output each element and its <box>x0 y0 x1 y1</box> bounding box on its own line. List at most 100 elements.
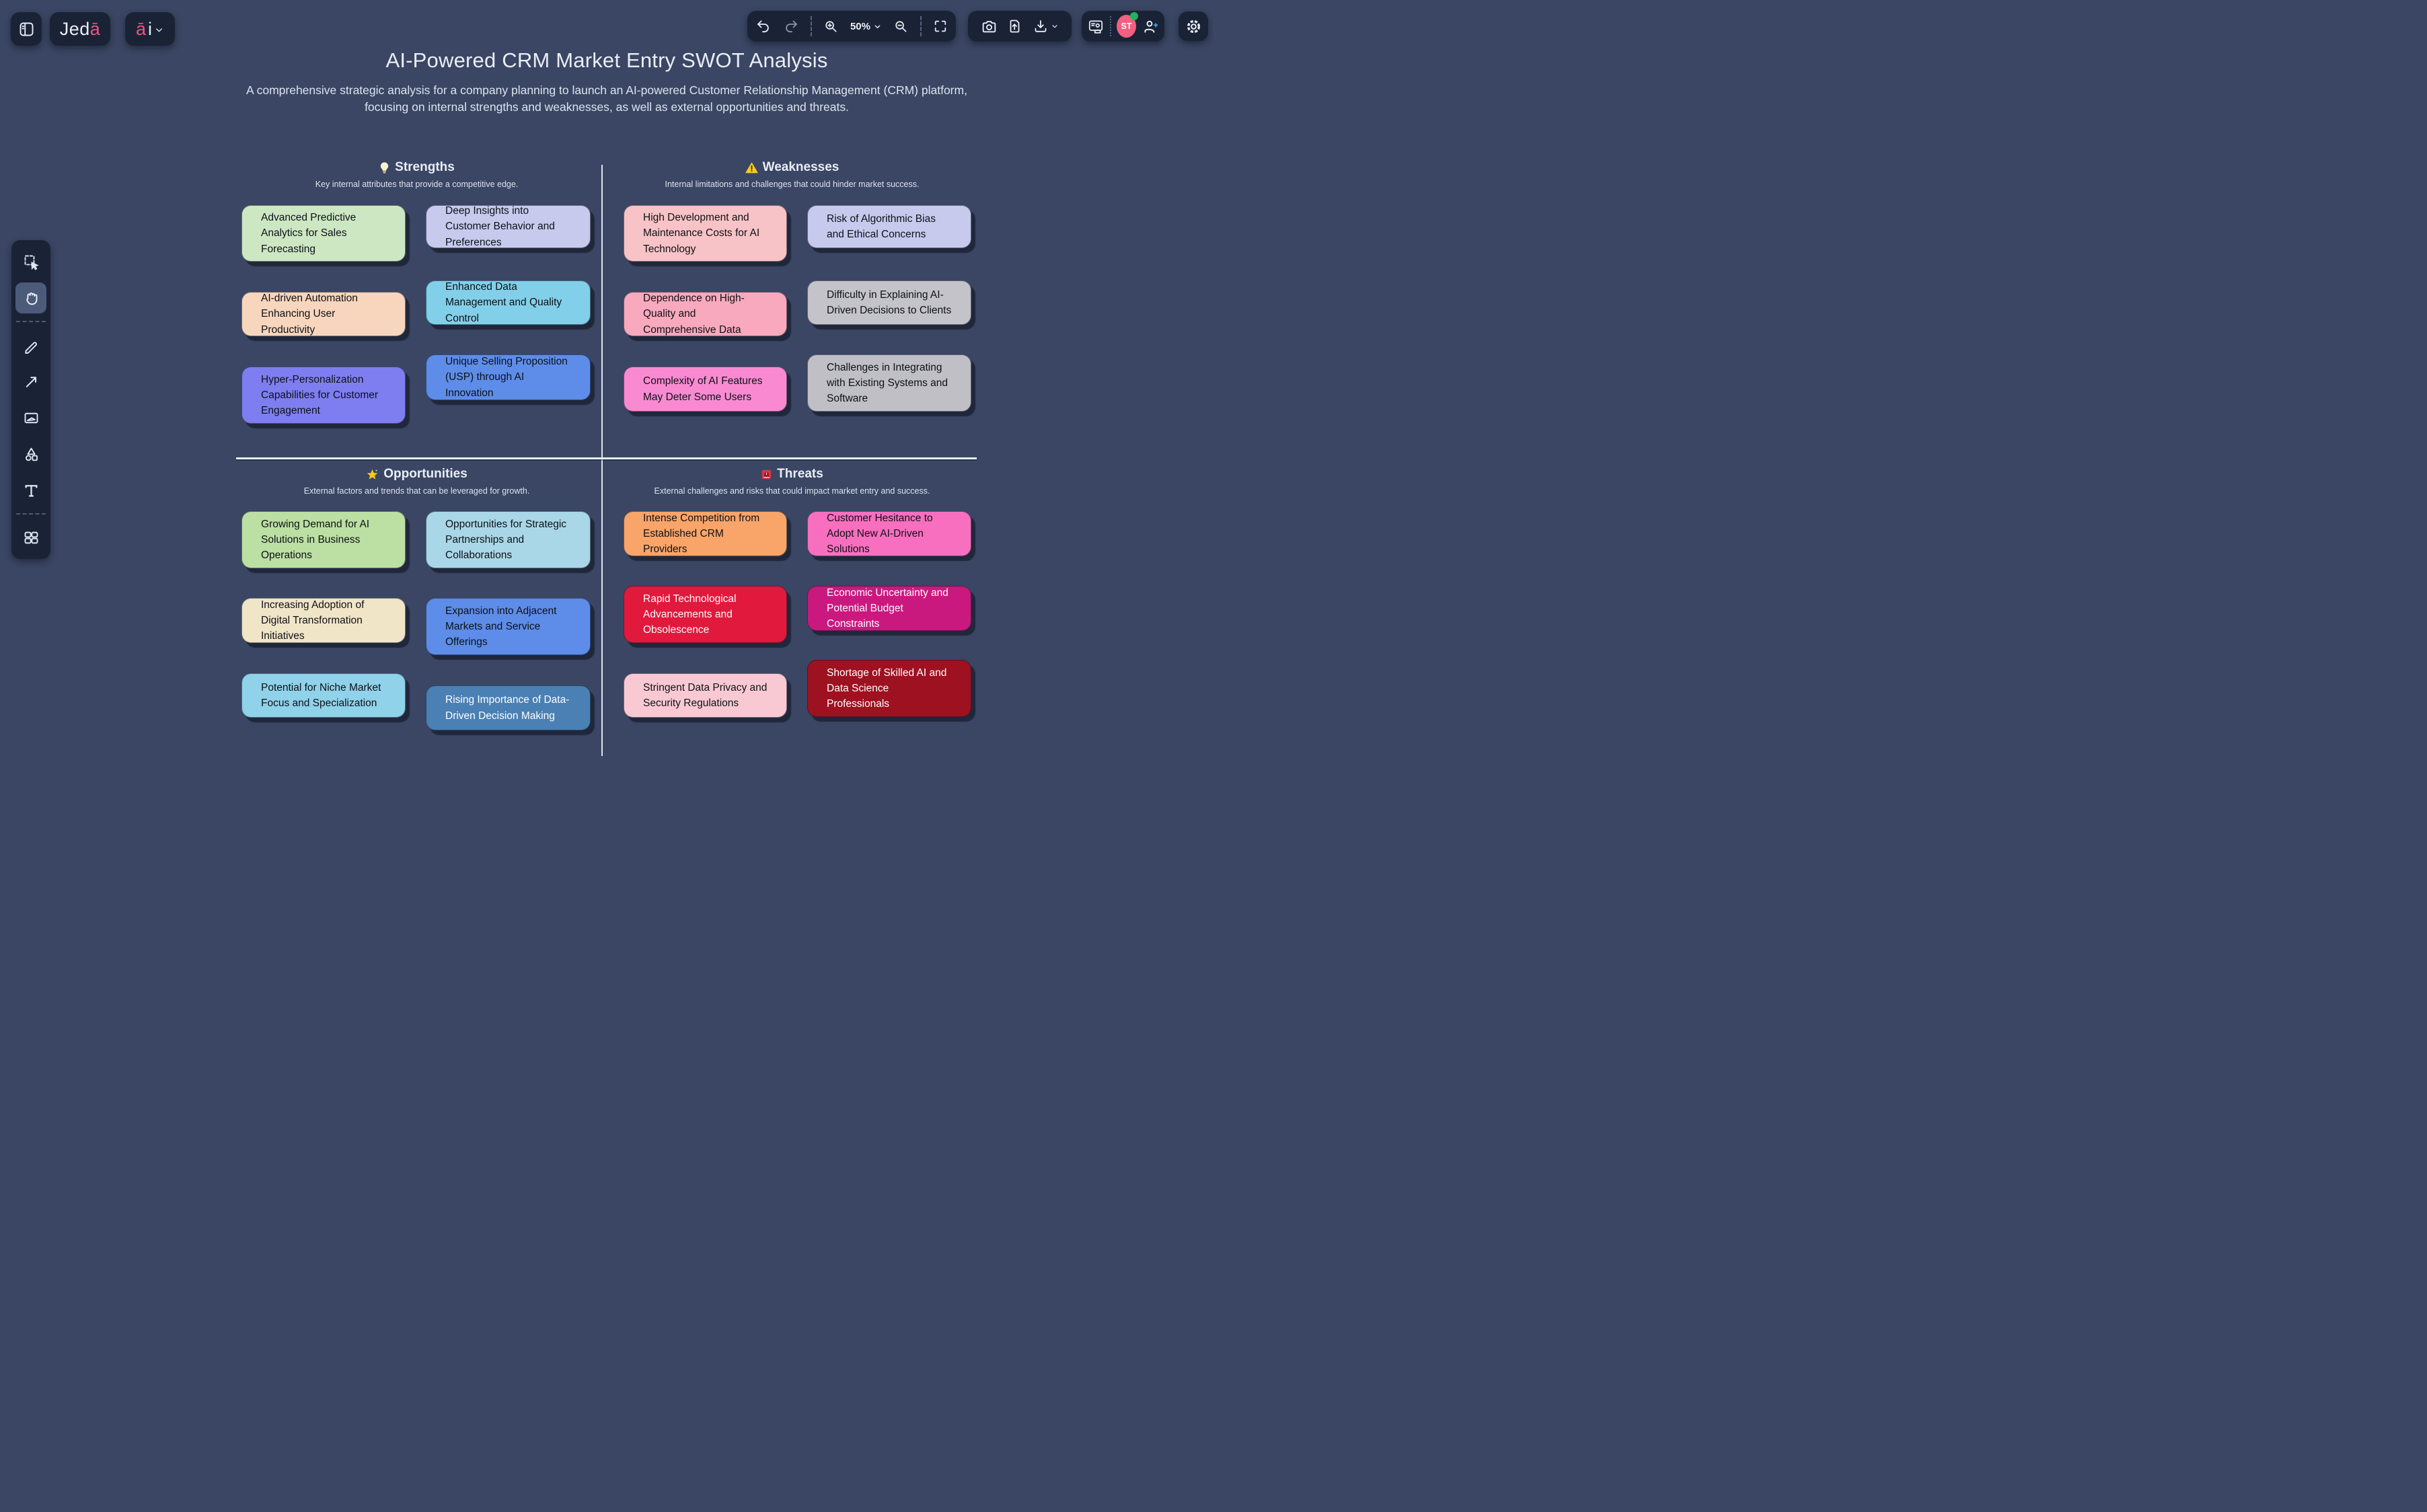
opportunities-title: Opportunities <box>383 467 468 481</box>
card-text: Customer Hesitance to Adopt New AI-Drive… <box>827 512 933 556</box>
arrow-connector-tool-button[interactable] <box>15 366 46 397</box>
card-text: Unique Selling Proposition (USP) through… <box>445 356 568 399</box>
horizontal-divider <box>236 457 977 459</box>
weaknesses-caption: Internal limitations and challenges that… <box>665 180 920 189</box>
card-text: AI-driven Automation Enhancing User Prod… <box>261 293 358 336</box>
undo-button[interactable] <box>755 18 772 34</box>
swot-card-opportunity[interactable]: Potential for Niche Market Focus and Spe… <box>241 673 406 718</box>
text-tool-button[interactable] <box>15 475 46 506</box>
weaknesses-header[interactable]: Weaknesses Internal limitations and chal… <box>607 160 977 189</box>
swot-card-weakness[interactable]: High Development and Maintenance Costs f… <box>624 205 787 262</box>
board-subtitle[interactable]: A comprehensive strategic analysis for a… <box>246 83 967 114</box>
light-bulb-icon <box>380 161 389 174</box>
swot-card-threat[interactable]: Intense Competition from Established CRM… <box>624 511 787 556</box>
card-text: Economic Uncertainty and Potential Budge… <box>827 587 948 630</box>
card-text: Challenges in Integrating with Existing … <box>827 361 948 405</box>
swot-card-weakness[interactable]: Difficulty in Explaining AI-Driven Decis… <box>807 280 971 325</box>
card-text: Expansion into Adjacent Markets and Serv… <box>445 605 557 648</box>
toolbar-divider <box>810 16 812 36</box>
swot-card-threat[interactable]: Customer Hesitance to Adopt New AI-Drive… <box>807 511 971 556</box>
draw-pencil-tool-button[interactable] <box>15 330 46 361</box>
swot-card-strength[interactable]: Unique Selling Proposition (USP) through… <box>426 354 591 400</box>
warning-triangle-icon <box>745 162 758 173</box>
card-text: Difficulty in Explaining AI-Driven Decis… <box>827 289 952 316</box>
apps-grid-tool-button[interactable] <box>15 522 46 553</box>
card-text: Rapid Technological Advancements and Obs… <box>643 593 737 636</box>
swot-card-weakness[interactable]: Complexity of AI Features May Deter Some… <box>624 367 787 412</box>
zoom-level-dropdown[interactable]: 50% <box>850 21 882 32</box>
shapes-tool-button[interactable] <box>15 439 46 469</box>
swot-card-weakness[interactable]: Challenges in Integrating with Existing … <box>807 354 971 412</box>
card-text: Hyper-Personalization Capabilities for C… <box>261 373 379 417</box>
ai-menu-text: i <box>148 18 153 39</box>
toolbar-divider <box>920 16 922 36</box>
siren-light-icon <box>761 469 772 479</box>
capture-export-toolbar <box>968 11 1072 42</box>
card-text: Increasing Adoption of Digital Transform… <box>261 599 365 642</box>
card-text: Dependence on High-Quality and Comprehen… <box>643 293 745 336</box>
sidebar-toggle-button[interactable] <box>11 12 42 46</box>
threats-caption: External challenges and risks that could… <box>654 486 930 496</box>
ai-menu-accent: ā <box>135 18 147 39</box>
card-text: Complexity of AI Features May Deter Some… <box>643 375 763 403</box>
download-button[interactable] <box>1033 18 1059 34</box>
card-text: Potential for Niche Market Focus and Spe… <box>261 681 381 709</box>
card-text: Enhanced Data Management and Quality Con… <box>445 281 562 324</box>
swot-card-strength[interactable]: Enhanced Data Management and Quality Con… <box>426 280 591 325</box>
avatar[interactable]: ST <box>1117 12 1138 38</box>
vertical-divider <box>601 165 603 756</box>
swot-card-strength[interactable]: Deep Insights into Customer Behavior and… <box>426 205 591 248</box>
fullscreen-button[interactable] <box>933 19 948 34</box>
card-text: Shortage of Skilled AI and Data Science … <box>827 667 947 710</box>
rail-divider <box>16 321 46 322</box>
chevron-down-icon <box>1052 25 1057 28</box>
strengths-header[interactable]: Strengths Key internal attributes that p… <box>237 160 597 189</box>
invite-user-button[interactable] <box>1142 17 1159 35</box>
strengths-caption: Key internal attributes that provide a c… <box>315 180 519 189</box>
swot-card-opportunity[interactable]: Increasing Adoption of Digital Transform… <box>241 598 406 643</box>
avatar-initials: ST <box>1121 22 1132 31</box>
card-text: Rising Importance of Data-Driven Decisio… <box>445 694 570 722</box>
zoom-out-button[interactable] <box>893 19 909 34</box>
swot-card-opportunity[interactable]: Growing Demand for AI Solutions in Busin… <box>241 511 406 568</box>
hand-tool-button[interactable] <box>15 282 46 313</box>
swot-card-threat[interactable]: Economic Uncertainty and Potential Budge… <box>807 586 971 631</box>
card-text: Risk of Algorithmic Bias and Ethical Con… <box>827 213 936 240</box>
card-text: Intense Competition from Established CRM… <box>643 512 760 556</box>
opportunities-header[interactable]: Opportunities External factors and trend… <box>237 467 597 496</box>
board-title[interactable]: AI-Powered CRM Market Entry SWOT Analysi… <box>385 48 828 72</box>
opportunities-caption: External factors and trends that can be … <box>303 486 530 496</box>
swot-card-strength[interactable]: Advanced Predictive Analytics for Sales … <box>241 205 406 262</box>
media-frame-tool-button[interactable] <box>15 402 46 433</box>
swot-card-threat[interactable]: Stringent Data Privacy and Security Regu… <box>624 673 787 718</box>
select-tool-button[interactable] <box>15 246 46 277</box>
swot-card-strength[interactable]: Hyper-Personalization Capabilities for C… <box>241 367 406 424</box>
swot-card-threat[interactable]: Shortage of Skilled AI and Data Science … <box>807 660 971 717</box>
swot-card-threat[interactable]: Rapid Technological Advancements and Obs… <box>624 586 787 643</box>
swot-card-weakness[interactable]: Dependence on High-Quality and Comprehen… <box>624 292 787 336</box>
swot-card-opportunity[interactable]: Rising Importance of Data-Driven Decisio… <box>426 685 591 730</box>
export-upload-button[interactable] <box>1007 18 1023 34</box>
settings-button[interactable] <box>1179 11 1208 41</box>
glowing-star-icon <box>367 469 378 480</box>
card-text: High Development and Maintenance Costs f… <box>643 212 760 255</box>
strengths-title: Strengths <box>395 160 455 174</box>
threats-title: Threats <box>777 467 823 481</box>
swot-card-opportunity[interactable]: Opportunities for Strategic Partnerships… <box>426 511 591 568</box>
redo-button[interactable] <box>783 18 799 34</box>
threats-header[interactable]: Threats External challenges and risks th… <box>607 467 977 496</box>
card-text: Advanced Predictive Analytics for Sales … <box>261 212 357 255</box>
swot-card-weakness[interactable]: Risk of Algorithmic Bias and Ethical Con… <box>807 205 971 248</box>
swot-card-opportunity[interactable]: Expansion into Adjacent Markets and Serv… <box>426 598 591 655</box>
zoom-level-value: 50% <box>850 20 870 32</box>
present-button[interactable] <box>1087 17 1105 35</box>
swot-card-strength[interactable]: AI-driven Automation Enhancing User Prod… <box>241 292 406 336</box>
zoom-in-button[interactable] <box>823 19 839 34</box>
chevron-down-icon <box>874 24 881 28</box>
screenshot-camera-button[interactable] <box>981 18 998 35</box>
tool-rail <box>11 240 50 559</box>
people-toolbar: ST <box>1082 11 1164 42</box>
